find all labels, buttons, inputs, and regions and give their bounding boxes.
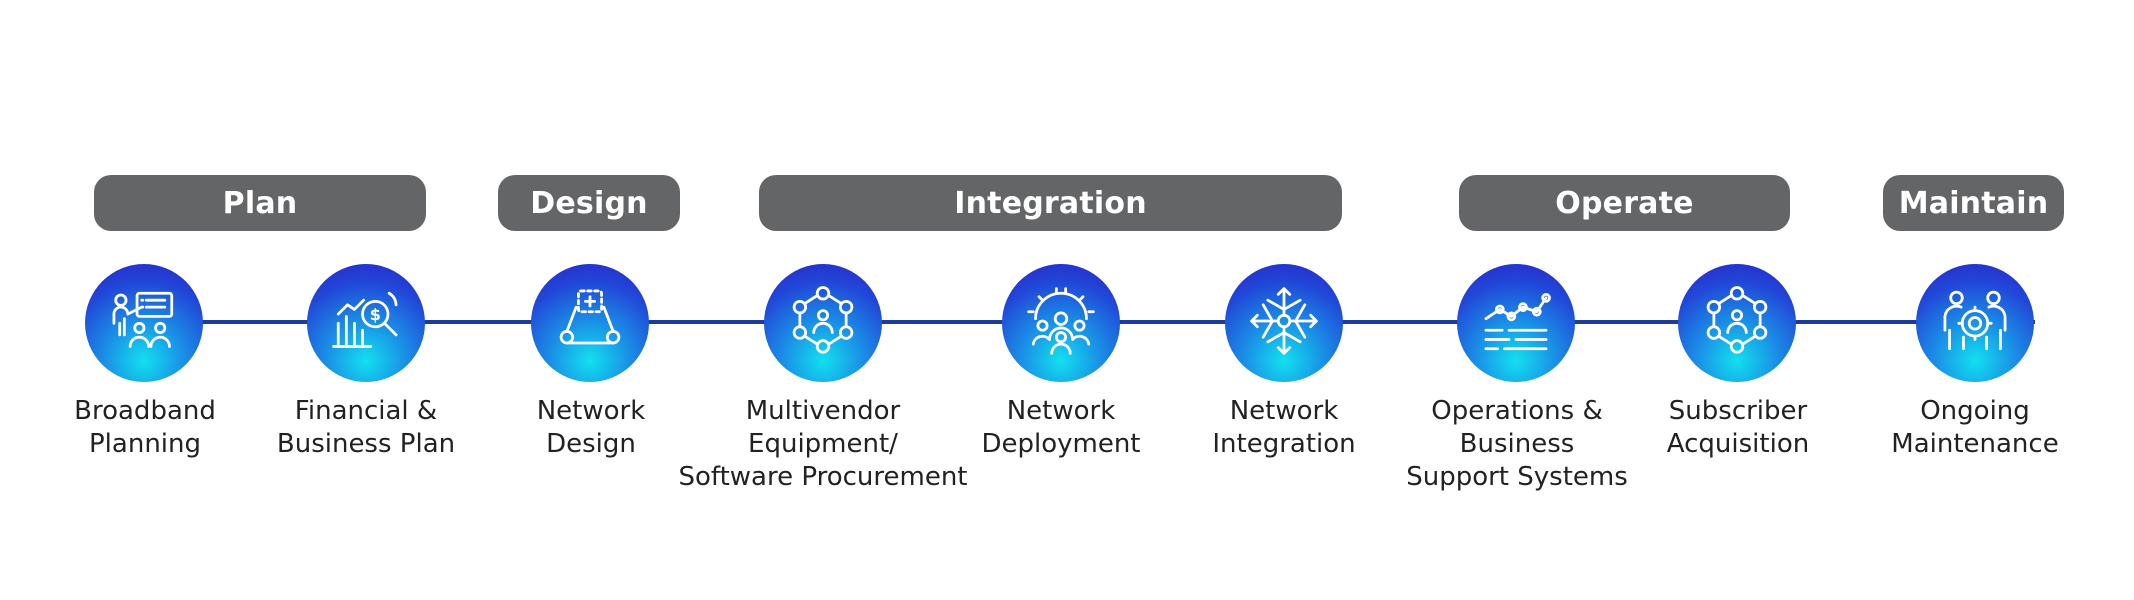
label-line: Network <box>1006 396 1116 426</box>
label-line: Design <box>546 429 636 459</box>
label-line: Financial & <box>294 396 438 426</box>
team-gear-icon <box>1024 284 1098 362</box>
line-chart-icon <box>1479 284 1553 362</box>
step-label-network-design: Network Design <box>441 395 741 461</box>
label-line: Business Plan <box>276 429 456 459</box>
team-badge-icon <box>1938 284 2012 362</box>
label-line: Subscriber <box>1668 396 1808 426</box>
label-line: Software Procurement <box>678 462 968 492</box>
phase-design: Design <box>498 175 680 231</box>
label-line: Broadband <box>74 396 216 426</box>
phase-label: Operate <box>1555 185 1694 221</box>
step-label-network-integration: Network Integration <box>1134 395 1434 461</box>
label-line: Network <box>1229 396 1339 426</box>
svg-text:$: $ <box>370 305 381 324</box>
phase-label: Plan <box>222 185 298 221</box>
arrows-hub-icon <box>1247 284 1321 362</box>
step-label-operations-bss: Operations & Business Support Systems <box>1367 395 1667 494</box>
blueprint-icon <box>553 284 627 362</box>
step-node-subscriber-acquisition <box>1678 264 1796 382</box>
step-label-subscriber-acquisition: Subscriber Acquisition <box>1588 395 1888 461</box>
phase-label: Maintain <box>1898 185 2049 221</box>
phase-label: Integration <box>954 185 1147 221</box>
label-line: Business <box>1459 429 1575 459</box>
label-line: Equipment/ <box>748 429 898 459</box>
step-label-financial-business-plan: Financial & Business Plan <box>216 395 516 461</box>
label-line: Maintenance <box>1891 429 2059 459</box>
label-line: Network <box>536 396 646 426</box>
step-node-network-deployment <box>1002 264 1120 382</box>
step-node-operations-bss <box>1457 264 1575 382</box>
step-node-network-design <box>531 264 649 382</box>
step-label-ongoing-maintenance: Ongoing Maintenance <box>1825 395 2125 461</box>
label-line: Acquisition <box>1666 429 1810 459</box>
phase-plan: Plan <box>94 175 426 231</box>
phase-maintain: Maintain <box>1883 175 2064 231</box>
label-line: Multivendor <box>745 396 901 426</box>
network-hub-icon <box>1700 284 1774 362</box>
step-node-broadband-planning <box>85 264 203 382</box>
label-line: Planning <box>89 429 201 459</box>
phase-operate: Operate <box>1459 175 1790 231</box>
presentation-icon <box>107 284 181 362</box>
step-label-multivendor-procurement: Multivendor Equipment/ Software Procurem… <box>673 395 973 494</box>
label-line: Ongoing <box>1920 396 2030 426</box>
step-node-ongoing-maintenance <box>1916 264 2034 382</box>
step-node-multivendor-procurement <box>764 264 882 382</box>
step-label-network-deployment: Network Deployment <box>911 395 1211 461</box>
step-label-broadband-planning: Broadband Planning <box>0 395 295 461</box>
phase-label: Design <box>530 185 648 221</box>
phase-integration: Integration <box>759 175 1342 231</box>
label-line: Deployment <box>981 429 1141 459</box>
step-node-network-integration <box>1225 264 1343 382</box>
label-line: Operations & <box>1431 396 1603 426</box>
step-node-financial-business-plan: $ <box>307 264 425 382</box>
label-line: Integration <box>1212 429 1356 459</box>
label-line: Support Systems <box>1406 462 1628 492</box>
financial-analysis-icon: $ <box>329 284 403 362</box>
network-hub-icon <box>786 284 860 362</box>
